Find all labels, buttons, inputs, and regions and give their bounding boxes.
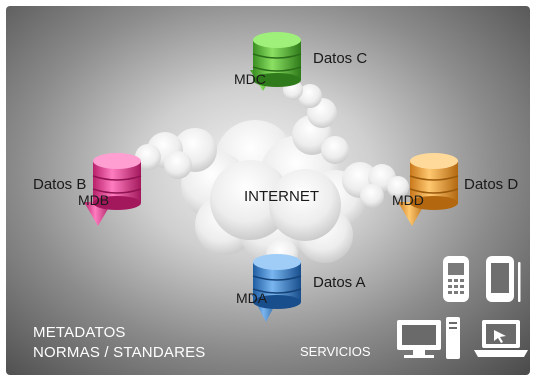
mdc-label: MDC xyxy=(234,71,266,87)
normas-standares-label: NORMAS / STANDARES xyxy=(33,344,206,361)
smartphone-icon xyxy=(486,256,521,302)
mdb-label: MDB xyxy=(78,192,110,208)
laptop-icon xyxy=(474,320,528,357)
database-d-icon xyxy=(398,153,459,226)
mda-label: MDA xyxy=(236,290,268,306)
database-a-icon xyxy=(252,254,302,322)
datos-a-label: Datos A xyxy=(313,274,366,291)
datos-d-label: Datos D xyxy=(464,176,519,193)
metadatos-label: METADATOS xyxy=(33,324,126,341)
desktop-computer-icon xyxy=(397,317,460,359)
datos-c-label: Datos C xyxy=(313,50,368,67)
internet-label: INTERNET xyxy=(244,188,319,205)
datos-b-label: Datos B xyxy=(33,176,87,193)
servicios-label: SERVICIOS xyxy=(300,344,371,359)
internet-cloud xyxy=(135,80,409,271)
mdd-label: MDD xyxy=(392,192,424,208)
mobile-phone-icon xyxy=(443,256,469,302)
database-b-icon xyxy=(84,153,142,226)
database-c-icon xyxy=(250,32,302,91)
